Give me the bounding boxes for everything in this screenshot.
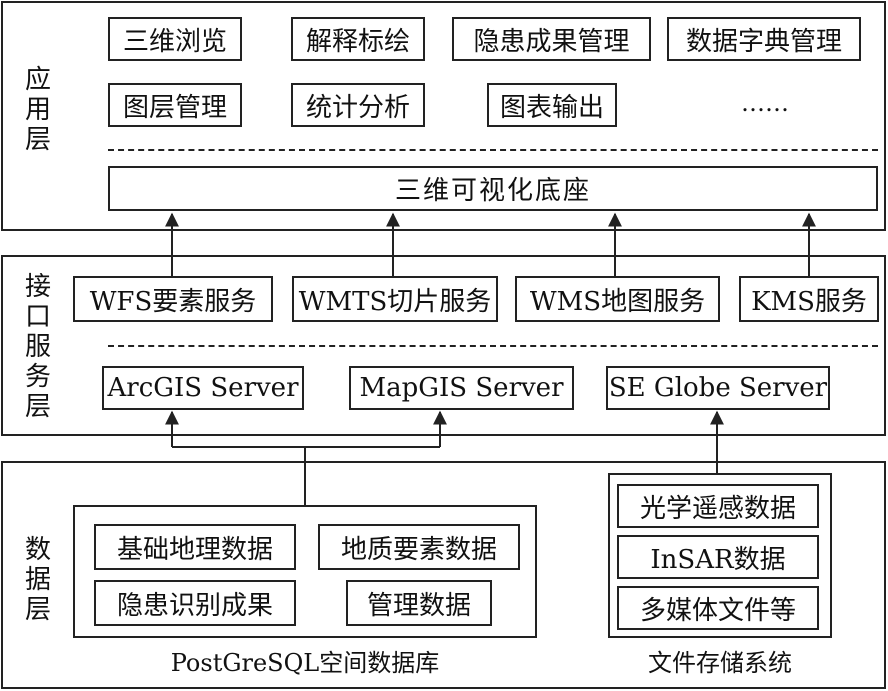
kms-service[interactable]: KMS服务: [739, 276, 879, 322]
module-chart-output[interactable]: 图表输出: [487, 83, 617, 127]
se-globe-server[interactable]: SE Globe Server: [606, 366, 830, 410]
module-layer-management[interactable]: 图层管理: [108, 83, 242, 127]
application-layer-label: 应用层: [20, 65, 51, 155]
wms-map-service[interactable]: WMS地图服务: [515, 276, 720, 322]
optical-remote-sensing-data[interactable]: 光学遥感数据: [617, 484, 819, 528]
basic-geographic-data[interactable]: 基础地理数据: [94, 524, 296, 570]
module-interpretation-plotting[interactable]: 解释标绘: [291, 17, 425, 61]
module-hazard-results-management[interactable]: 隐患成果管理: [452, 17, 651, 61]
arcgis-server[interactable]: ArcGIS Server: [102, 366, 304, 410]
multimedia-files[interactable]: 多媒体文件等: [617, 586, 819, 630]
application-divider: [108, 149, 878, 151]
file-storage-caption: 文件存储系统: [648, 649, 792, 677]
geological-feature-data[interactable]: 地质要素数据: [318, 524, 520, 570]
data-layer-label: 数据层: [20, 535, 51, 625]
interface-layer-label: 接口服务层: [20, 272, 51, 422]
insar-data[interactable]: InSAR数据: [617, 535, 819, 579]
module-ellipsis: ……: [741, 89, 789, 117]
mapgis-server[interactable]: MapGIS Server: [349, 366, 574, 410]
3d-visualization-base[interactable]: 三维可视化底座: [108, 166, 878, 211]
module-data-dictionary-management[interactable]: 数据字典管理: [667, 17, 861, 61]
wfs-feature-service[interactable]: WFS要素服务: [73, 276, 273, 322]
postgresql-caption: PostGreSQL空间数据库: [170, 649, 440, 677]
module-3d-browse[interactable]: 三维浏览: [108, 17, 242, 61]
module-statistical-analysis[interactable]: 统计分析: [291, 83, 425, 127]
hazard-identification-results[interactable]: 隐患识别成果: [94, 580, 296, 626]
management-data[interactable]: 管理数据: [346, 580, 492, 626]
wmts-tile-service[interactable]: WMTS切片服务: [292, 276, 498, 322]
interface-divider: [108, 345, 878, 347]
